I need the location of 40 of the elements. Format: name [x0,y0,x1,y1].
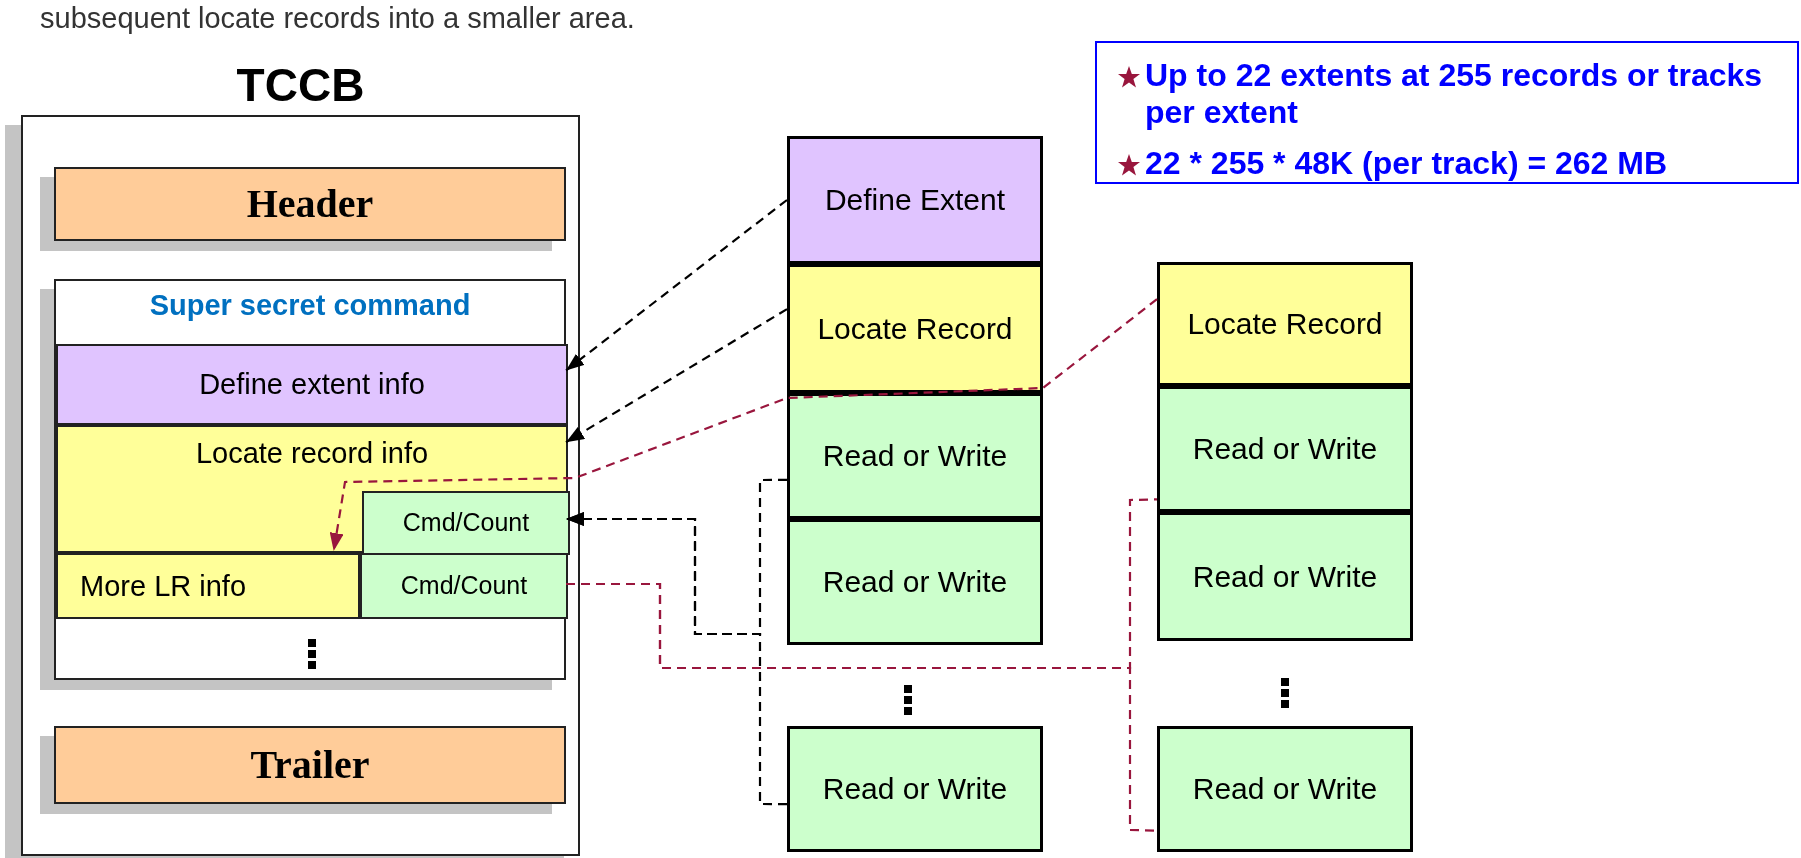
band-label: Header [246,180,374,228]
command-box [787,393,1043,519]
arrow [566,512,787,806]
command-label: Read or Write [1192,558,1378,595]
count-field [362,491,570,555]
block-title: Super secret command [148,289,472,322]
count-field [360,553,568,619]
field-label: Cmd/Count [402,507,530,539]
field-row [56,344,568,425]
command-label: Define Extent [824,182,1006,219]
command-box [1157,726,1413,852]
command-label: Read or Write [822,564,1008,601]
arrow [329,298,1158,552]
command-box [1157,512,1413,641]
command-box [1157,262,1413,386]
field-row [56,553,360,619]
field-row [56,425,568,553]
field-label: Define extent info [199,367,425,403]
arrow [565,308,788,444]
band-label: Trailer [250,741,370,789]
command-label: Locate Record [817,310,1013,347]
field-label: Locate record info [194,437,430,470]
arrow [565,199,788,372]
command-label: Read or Write [822,771,1008,808]
command-label: Read or Write [822,438,1008,475]
command-box [1157,386,1413,512]
frame-title: TCCB [235,58,366,113]
field-label: Cmd/Count [400,570,528,602]
note-text: 22 * 255 * 48K (per track) = 262 MB [1145,145,1668,182]
note-box [1095,41,1799,184]
note-text: Up to 22 extents at 255 records or tracks per extent [1145,57,1764,131]
command-box [787,136,1043,264]
command-label: Locate Record [1187,306,1383,343]
command-box [787,726,1043,852]
command-box [787,519,1043,645]
field-label: More LR info [80,568,246,604]
command-box [787,264,1043,393]
command-label: Read or Write [1192,431,1378,468]
note-text: subsequent locate records into a smaller area. [40,2,635,35]
command-label: Read or Write [1192,771,1378,808]
